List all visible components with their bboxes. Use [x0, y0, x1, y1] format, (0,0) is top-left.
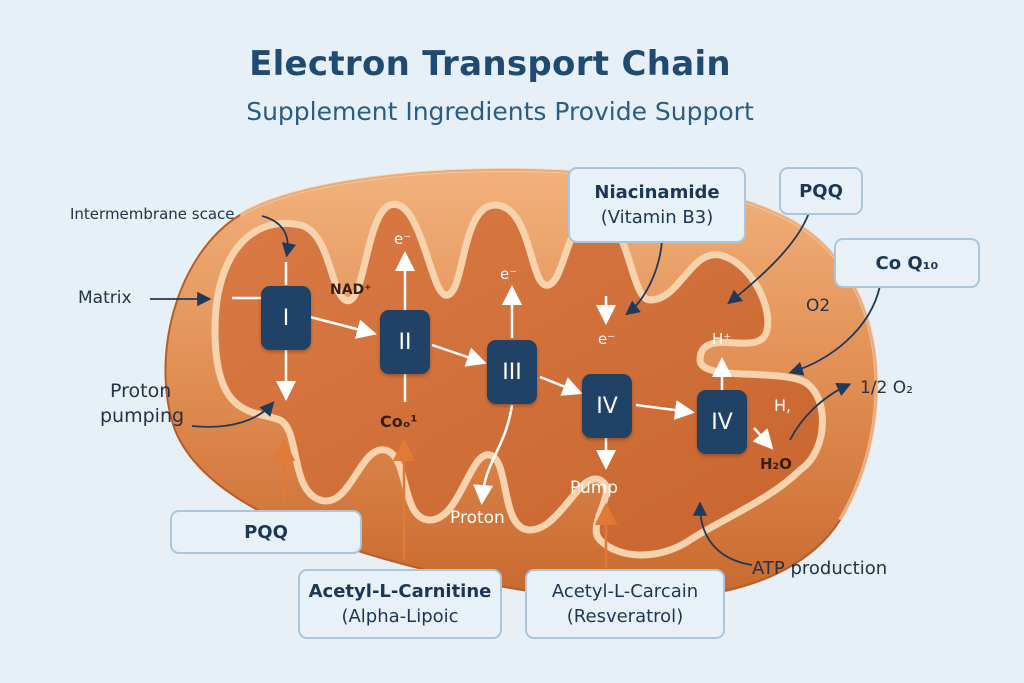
pump-label: Pump [570, 478, 619, 498]
acetyl-l-carnitine-card-title: Acetyl-L-Carnitine [308, 581, 492, 602]
diagram-title: Electron Transport Chain [249, 44, 731, 84]
complex-iii: III [487, 340, 537, 404]
diagram-subtitle: Supplement Ingredients Provide Support [246, 97, 754, 126]
o2-label: O2 [806, 296, 831, 316]
h2o-label: H₂O [760, 455, 792, 473]
proton-pumping-label-line1: Proton [110, 380, 172, 402]
acetyl-l-carcain-card-title: Acetyl-L-Carcain [551, 581, 699, 602]
acetyl-l-carnitine-card-subtitle: (Alpha-Lipoic [341, 606, 459, 627]
electron-label-3: e⁻ [598, 330, 616, 348]
coq10-card-title: Co Q₁₀ [875, 252, 939, 274]
niacinamide-card: Niacinamide (Vitamin B3) [568, 167, 746, 243]
h-plus-label: H⁺ [712, 330, 732, 348]
nad-label: NAD⁺ [330, 282, 372, 298]
h2-label: H, [774, 396, 792, 415]
coq10-card: Co Q₁₀ [834, 238, 980, 288]
complex-iv-second: IV [697, 390, 747, 454]
acetyl-l-carnitine-card: Acetyl-L-Carnitine (Alpha-Lipoic [298, 569, 502, 639]
acetyl-l-carcain-card-subtitle: (Resveratrol) [566, 606, 684, 627]
pqq-bottom-card: PQQ [170, 510, 362, 554]
niacinamide-card-title: Niacinamide [594, 182, 720, 203]
acetyl-l-carcain-card: Acetyl-L-Carcain (Resveratrol) [525, 569, 725, 639]
matrix-label: Matrix [78, 288, 132, 308]
intermembrane-space-label: Intermembrane scace [70, 205, 235, 223]
half-o2-label: 1/2 O₂ [860, 378, 913, 398]
complex-i: I [261, 286, 311, 350]
complex-iv: IV [582, 374, 632, 438]
pqq-top-card-title: PQQ [799, 180, 843, 202]
electron-label-1: e⁻ [394, 230, 412, 248]
pqq-top-card: PQQ [779, 167, 863, 215]
electron-label-2: e⁻ [500, 265, 518, 283]
complex-ii: II [380, 310, 430, 374]
proton-label: Proton [450, 508, 505, 528]
electron-flow-arrows [232, 251, 774, 505]
coq-label: Coₒ¹ [380, 412, 418, 431]
atp-production-label: ATP production [752, 558, 888, 579]
niacinamide-card-subtitle: (Vitamin B3) [600, 207, 714, 228]
annotation-arrows [150, 209, 881, 566]
pqq-bottom-card-title: PQQ [244, 521, 288, 543]
supplement-arrows [272, 438, 618, 568]
proton-pumping-label-line2: pumping [100, 405, 185, 427]
